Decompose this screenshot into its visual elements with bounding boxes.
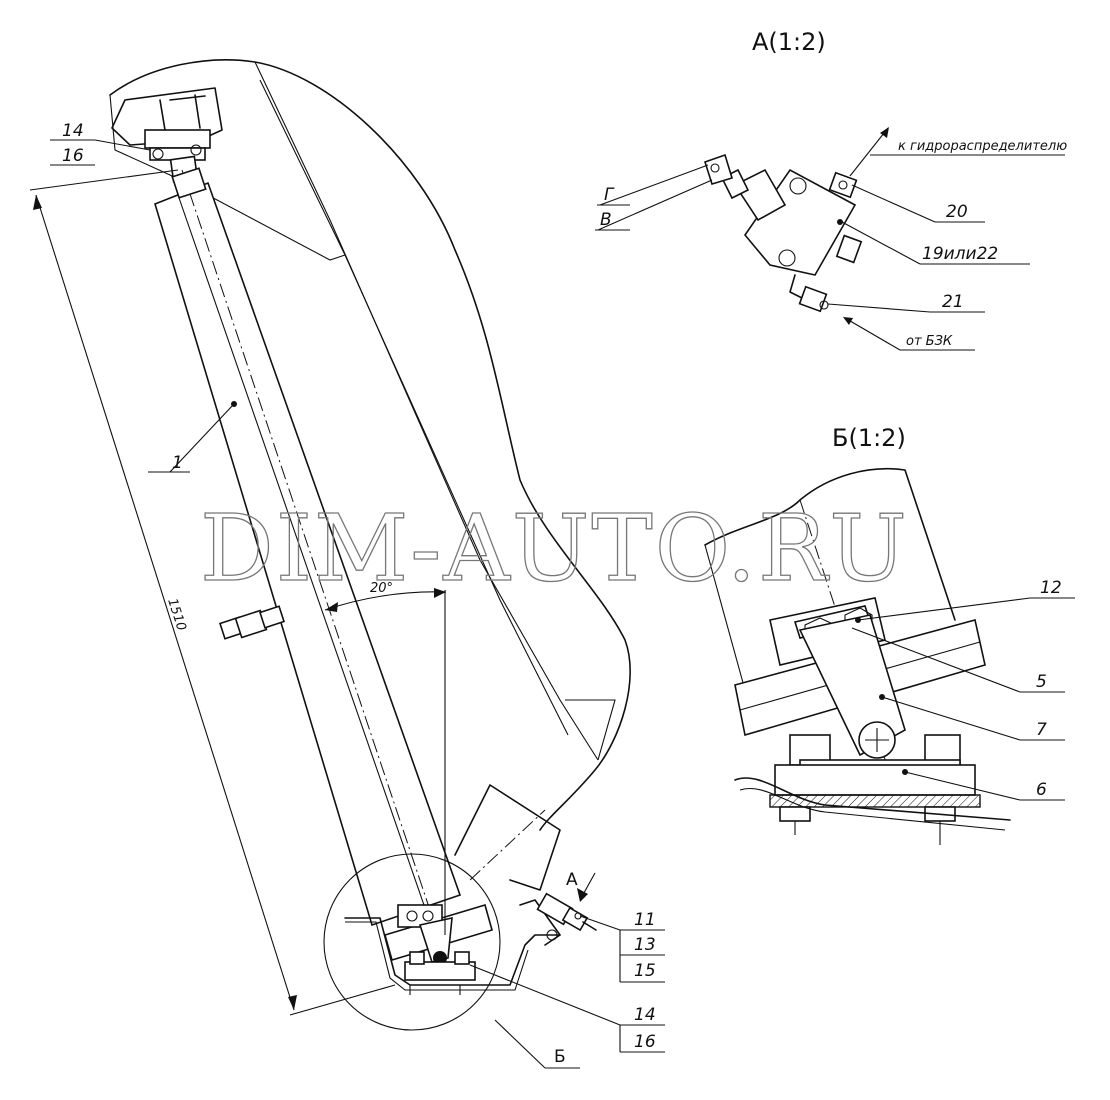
hydraulic-cylinder [154,167,462,941]
cylinder-end-outline [704,467,956,621]
valve-block [704,153,863,313]
callout-14-bottom: 14 [634,1005,656,1025]
cab-lower-panel [565,699,616,761]
callout-7: 7 [1036,720,1047,740]
note-to-distributor: к гидрораспределителю [898,139,1067,154]
callout-14-top: 14 [62,121,84,141]
callout-13: 13 [634,935,656,955]
lever-7 [798,614,906,757]
cylinder-end-edge [704,544,746,691]
floor-axis [469,809,546,881]
callout-21: 21 [942,292,964,312]
note-from-bzk: от БЗК [906,334,953,349]
callout-6: 6 [1036,780,1047,800]
cab-panel-line [259,79,569,736]
view-a-arrow-label: А [566,870,578,890]
detail-b-label: Б [554,1047,566,1067]
angle-label: 20° [370,581,393,596]
callout-19-22: 19или22 [922,244,998,264]
floor-step [454,784,561,891]
callout-16-top: 16 [62,146,84,166]
detail-b-circle [323,853,501,1031]
base-plate-6 [734,734,1011,845]
callout-12: 12 [1040,578,1062,598]
callout-11: 11 [634,910,656,930]
top-mount [111,87,223,183]
bottom-mount [344,903,561,995]
view-b-title: Б(1:2) [832,424,906,452]
left-fitting [219,605,285,640]
cab-inner-line [254,61,599,761]
main-view: 1510 20° 14 16 1 11 [29,59,665,1069]
view-b: Б(1:2) [704,424,1075,845]
dimension-angle: 20° [324,581,447,935]
cab-panel-line-2 [109,94,346,261]
main-callouts: 14 16 1 11 13 15 А 14 16 [50,121,665,1069]
callout-v: В [600,210,612,230]
callout-15: 15 [634,961,656,981]
view-a-title: А(1:2) [752,28,826,56]
callout-5: 5 [1036,672,1047,692]
callout-20: 20 [946,202,968,222]
view-a: А(1:2) Г В 20 19или22 [595,28,1067,351]
watermark: DIM-AUTO.RU [200,495,909,602]
callout-g: Г [604,185,615,205]
dimension-1510-label: 1510 [164,597,188,633]
view-a-fitting [519,892,597,946]
callout-1: 1 [172,453,183,473]
callout-16-bottom: 16 [634,1032,656,1052]
